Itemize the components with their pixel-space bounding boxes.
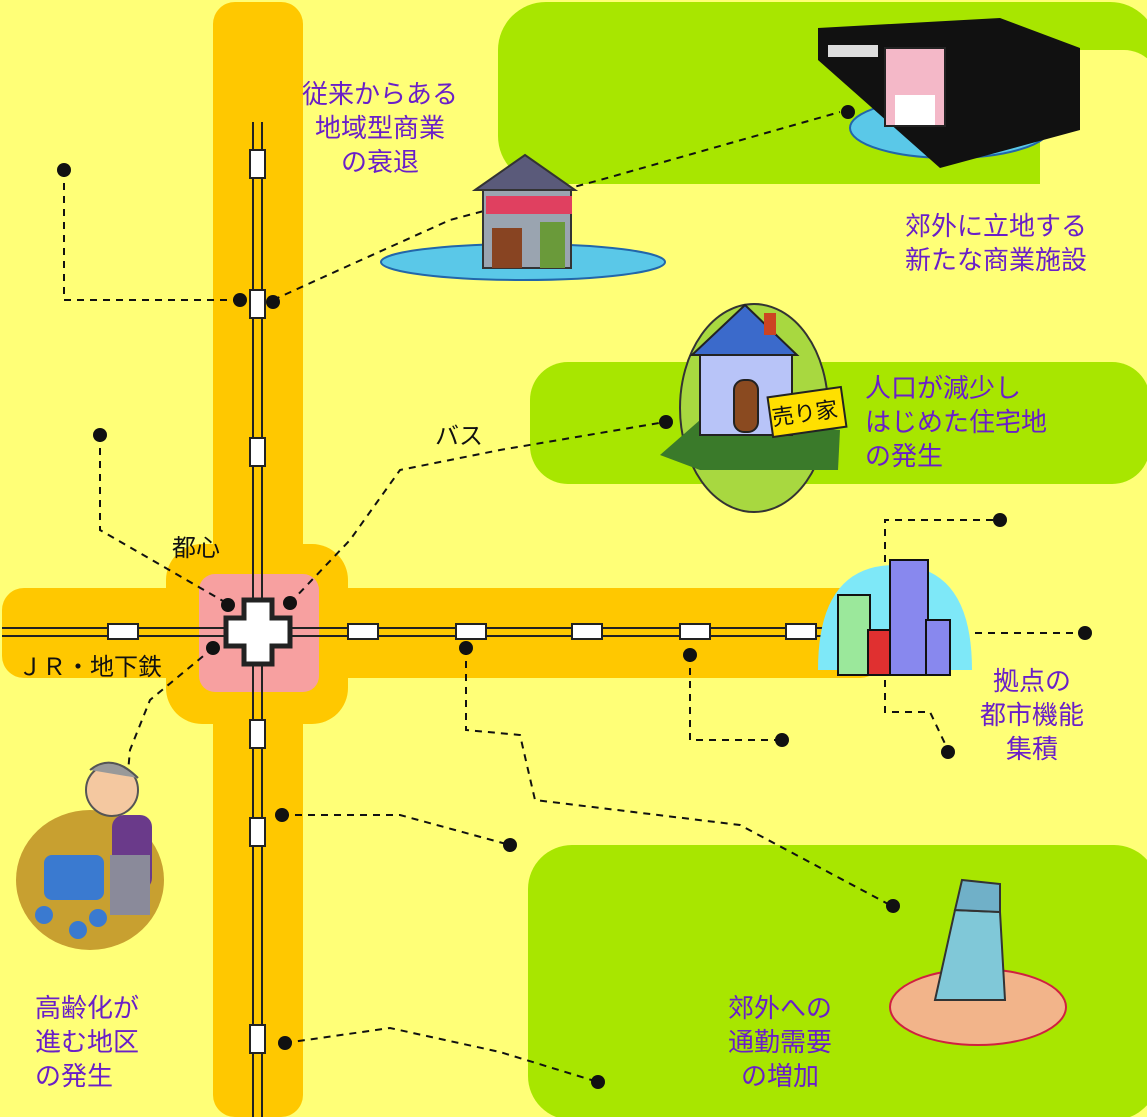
elderly-person-icon [16, 761, 164, 950]
label-commute-demand: 郊外への 通勤需要 の増加 [728, 994, 833, 1092]
label-suburban-commerce: 郊外に立地する 新たな商業施設 [905, 212, 1088, 276]
commuter-suburb-zone [528, 845, 1147, 1117]
shop-icon [380, 153, 666, 281]
downtown-cross-icon [223, 597, 293, 667]
city-buildings-icon [818, 559, 972, 676]
bus-routes [63, 111, 1085, 1083]
stations [107, 149, 817, 1054]
label-decline-old-commerce: 従来からある 地域型商業 の衰退 [302, 80, 459, 178]
label-downtown: 都心 [172, 534, 220, 562]
label-bus: バス [435, 422, 483, 450]
label-rail: ＪＲ・地下鉄 [18, 653, 162, 681]
route-endpoints [57, 105, 1092, 1089]
shopping-mall-icon [818, 18, 1080, 168]
office-tower-icon [889, 878, 1067, 1046]
label-aging-district: 高齢化が 進む地区 の発生 [35, 994, 140, 1092]
label-population-decline: 人口が減少し はじめた住宅地 の発生 [865, 374, 1048, 472]
house-for-sale-icon [660, 303, 848, 513]
label-hub-functions: 拠点の 都市機能 集積 [980, 667, 1085, 765]
